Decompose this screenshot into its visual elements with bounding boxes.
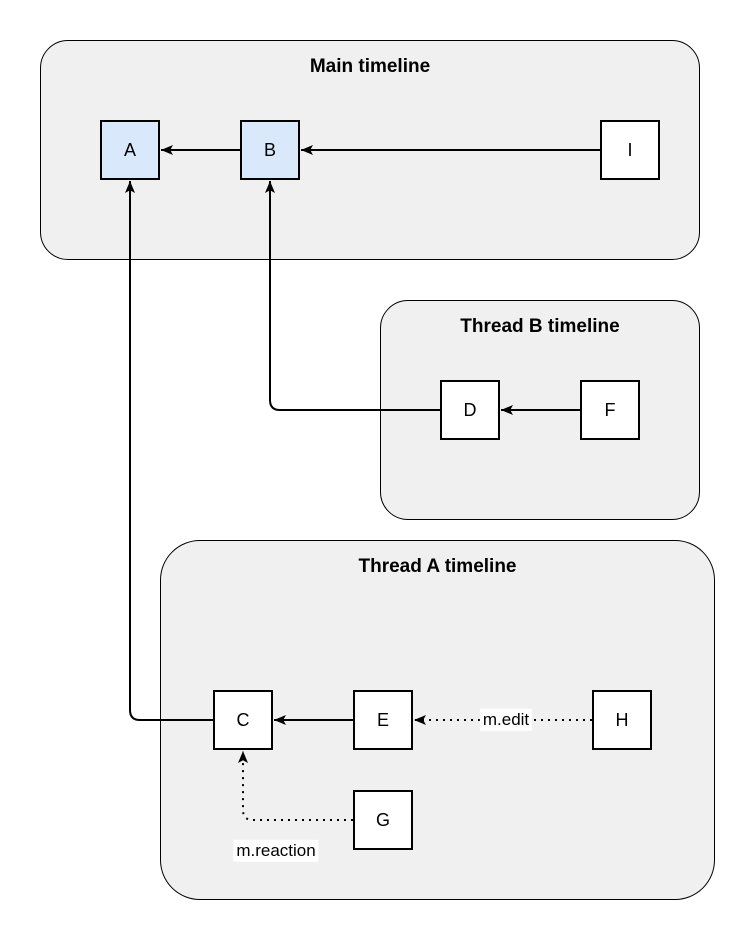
node-f-label: F — [604, 399, 616, 420]
node-a-label: A — [123, 139, 136, 160]
thread-b-timeline-title: Thread B timeline — [460, 316, 620, 337]
node-e: E — [353, 690, 413, 750]
node-f: F — [580, 380, 640, 440]
edge-label-m-edit: m.edit — [479, 708, 533, 732]
node-g: G — [353, 790, 413, 850]
node-b-label: B — [263, 139, 276, 160]
node-b: B — [240, 120, 300, 180]
node-i: I — [600, 120, 660, 180]
edge-label-m-reaction: m.reaction — [233, 839, 319, 863]
node-g-label: G — [375, 809, 390, 830]
node-a: A — [100, 120, 160, 180]
node-d: D — [440, 380, 500, 440]
main-timeline-title: Main timeline — [309, 56, 431, 77]
node-h: H — [592, 690, 652, 750]
thread-a-timeline-title: Thread A timeline — [358, 556, 517, 577]
node-d-label: D — [463, 399, 477, 420]
node-c: C — [213, 690, 273, 750]
node-e-label: E — [376, 709, 389, 730]
node-i-label: I — [627, 139, 633, 160]
node-h-label: H — [615, 709, 629, 730]
container-thread-b-timeline: Thread B timeline — [380, 300, 700, 520]
node-c-label: C — [236, 709, 250, 730]
